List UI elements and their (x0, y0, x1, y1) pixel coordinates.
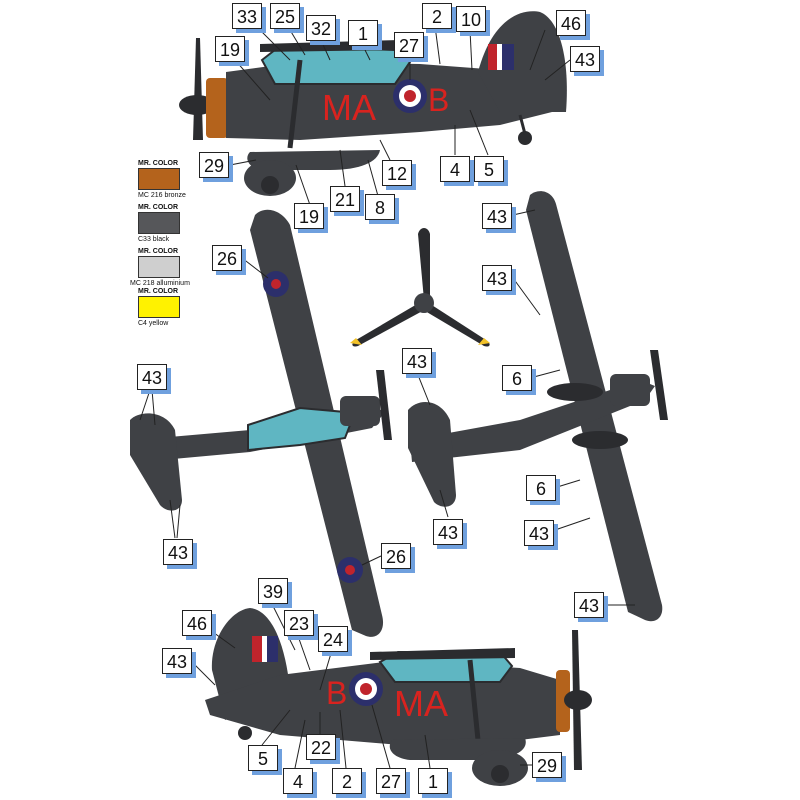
legend-brand: MR. COLOR (138, 248, 179, 255)
callout-badge: 1 (418, 768, 448, 794)
upper-propeller (376, 370, 392, 440)
callout-badge: 43 (574, 592, 604, 618)
callout-badge: 43 (402, 348, 432, 374)
callout-badge: 22 (306, 734, 336, 760)
callout-badge: 27 (394, 32, 424, 58)
loose-propeller (350, 228, 490, 347)
legend-swatch-yellow (138, 296, 180, 318)
propeller-blade (193, 38, 203, 140)
callout-badge: 8 (365, 194, 395, 220)
callout-badge: 5 (248, 745, 278, 771)
bottom-side-profile: B MA (205, 608, 592, 786)
callout-badge: 43 (524, 520, 554, 546)
callout-badge: 24 (318, 626, 348, 652)
callout-badge: 4 (283, 768, 313, 794)
callout-badge: 29 (199, 152, 229, 178)
lower-plan-view (408, 191, 668, 622)
canopy (260, 44, 412, 85)
upper-plan-view (130, 209, 392, 637)
callout-badge: 5 (474, 156, 504, 182)
fin-flash-red (252, 636, 262, 662)
fin-flash-white (497, 44, 502, 70)
callout-badge: 29 (532, 752, 562, 778)
aircraft-letter: B (428, 82, 449, 118)
callout-badge: 21 (330, 186, 360, 212)
lower-fuselage (410, 380, 655, 462)
legend-name: C4 yellow (138, 320, 169, 327)
callout-badge: 26 (212, 245, 242, 271)
legend-brand: MR. COLOR (138, 288, 179, 295)
callout-badge: 19 (215, 36, 245, 62)
squadron-code: MA (322, 87, 376, 128)
wheel-lower (491, 765, 509, 783)
callout-badge: 1 (348, 20, 378, 46)
callout-badge: 6 (502, 365, 532, 391)
fin-flash-red (488, 44, 497, 70)
tail-wheel-lower (238, 726, 252, 740)
callout-badge: 46 (182, 610, 212, 636)
prop-tip-yellow (478, 338, 490, 345)
wheel (261, 176, 279, 194)
callout-badge: 2 (332, 768, 362, 794)
lower-tailplane (408, 401, 456, 507)
legend-swatch-aluminium (138, 256, 180, 278)
legend-brand: MR. COLOR (138, 160, 179, 167)
callout-badge: 23 (284, 610, 314, 636)
upper-tailplane (130, 413, 182, 511)
legend-swatch-bronze (138, 168, 180, 190)
callout-badge: 6 (526, 475, 556, 501)
fin-flash-blue (267, 636, 278, 662)
bronze-cowl-ring-lower (556, 670, 570, 732)
prop-tip-yellow (350, 338, 362, 345)
callout-badge: 33 (232, 3, 262, 29)
aircraft-letter-lower: B (326, 675, 347, 711)
callout-badge: 43 (163, 539, 193, 565)
tail-wheel (518, 131, 532, 145)
callout-badge: 26 (381, 543, 411, 569)
callout-badge: 19 (294, 203, 324, 229)
wing-strut (287, 59, 303, 149)
callout-badge: 43 (433, 519, 463, 545)
bronze-cowl-ring (206, 78, 228, 138)
legend-name: C33 black (138, 236, 170, 243)
legend-name: MC 216 bronze (138, 192, 186, 199)
callout-badge: 43 (162, 648, 192, 674)
legend-name: MC 218 alluminium (130, 280, 190, 287)
callout-badge: 43 (137, 364, 167, 390)
callout-badge: 46 (556, 10, 586, 36)
legend-brand: MR. COLOR (138, 204, 179, 211)
callout-badge: 10 (456, 6, 486, 32)
callout-badge: 25 (270, 3, 300, 29)
callout-badge: 12 (382, 160, 412, 186)
upper-canopy (247, 406, 352, 452)
callout-badge: 43 (570, 46, 600, 72)
callout-badge: 43 (482, 203, 512, 229)
tail-fin (478, 11, 567, 112)
lower-propeller (650, 350, 668, 420)
callout-badge: 27 (376, 768, 406, 794)
legend-swatch-black (138, 212, 180, 234)
leader-lines (139, 25, 635, 769)
callout-badge: 4 (440, 156, 470, 182)
callout-badge: 2 (422, 3, 452, 29)
callout-badge: 43 (482, 265, 512, 291)
top-side-profile: MA B (179, 11, 567, 196)
callout-badge: 39 (258, 578, 288, 604)
callout-badge: 32 (306, 15, 336, 41)
fin-flash-blue (502, 44, 514, 70)
squadron-code-lower: MA (394, 683, 448, 724)
